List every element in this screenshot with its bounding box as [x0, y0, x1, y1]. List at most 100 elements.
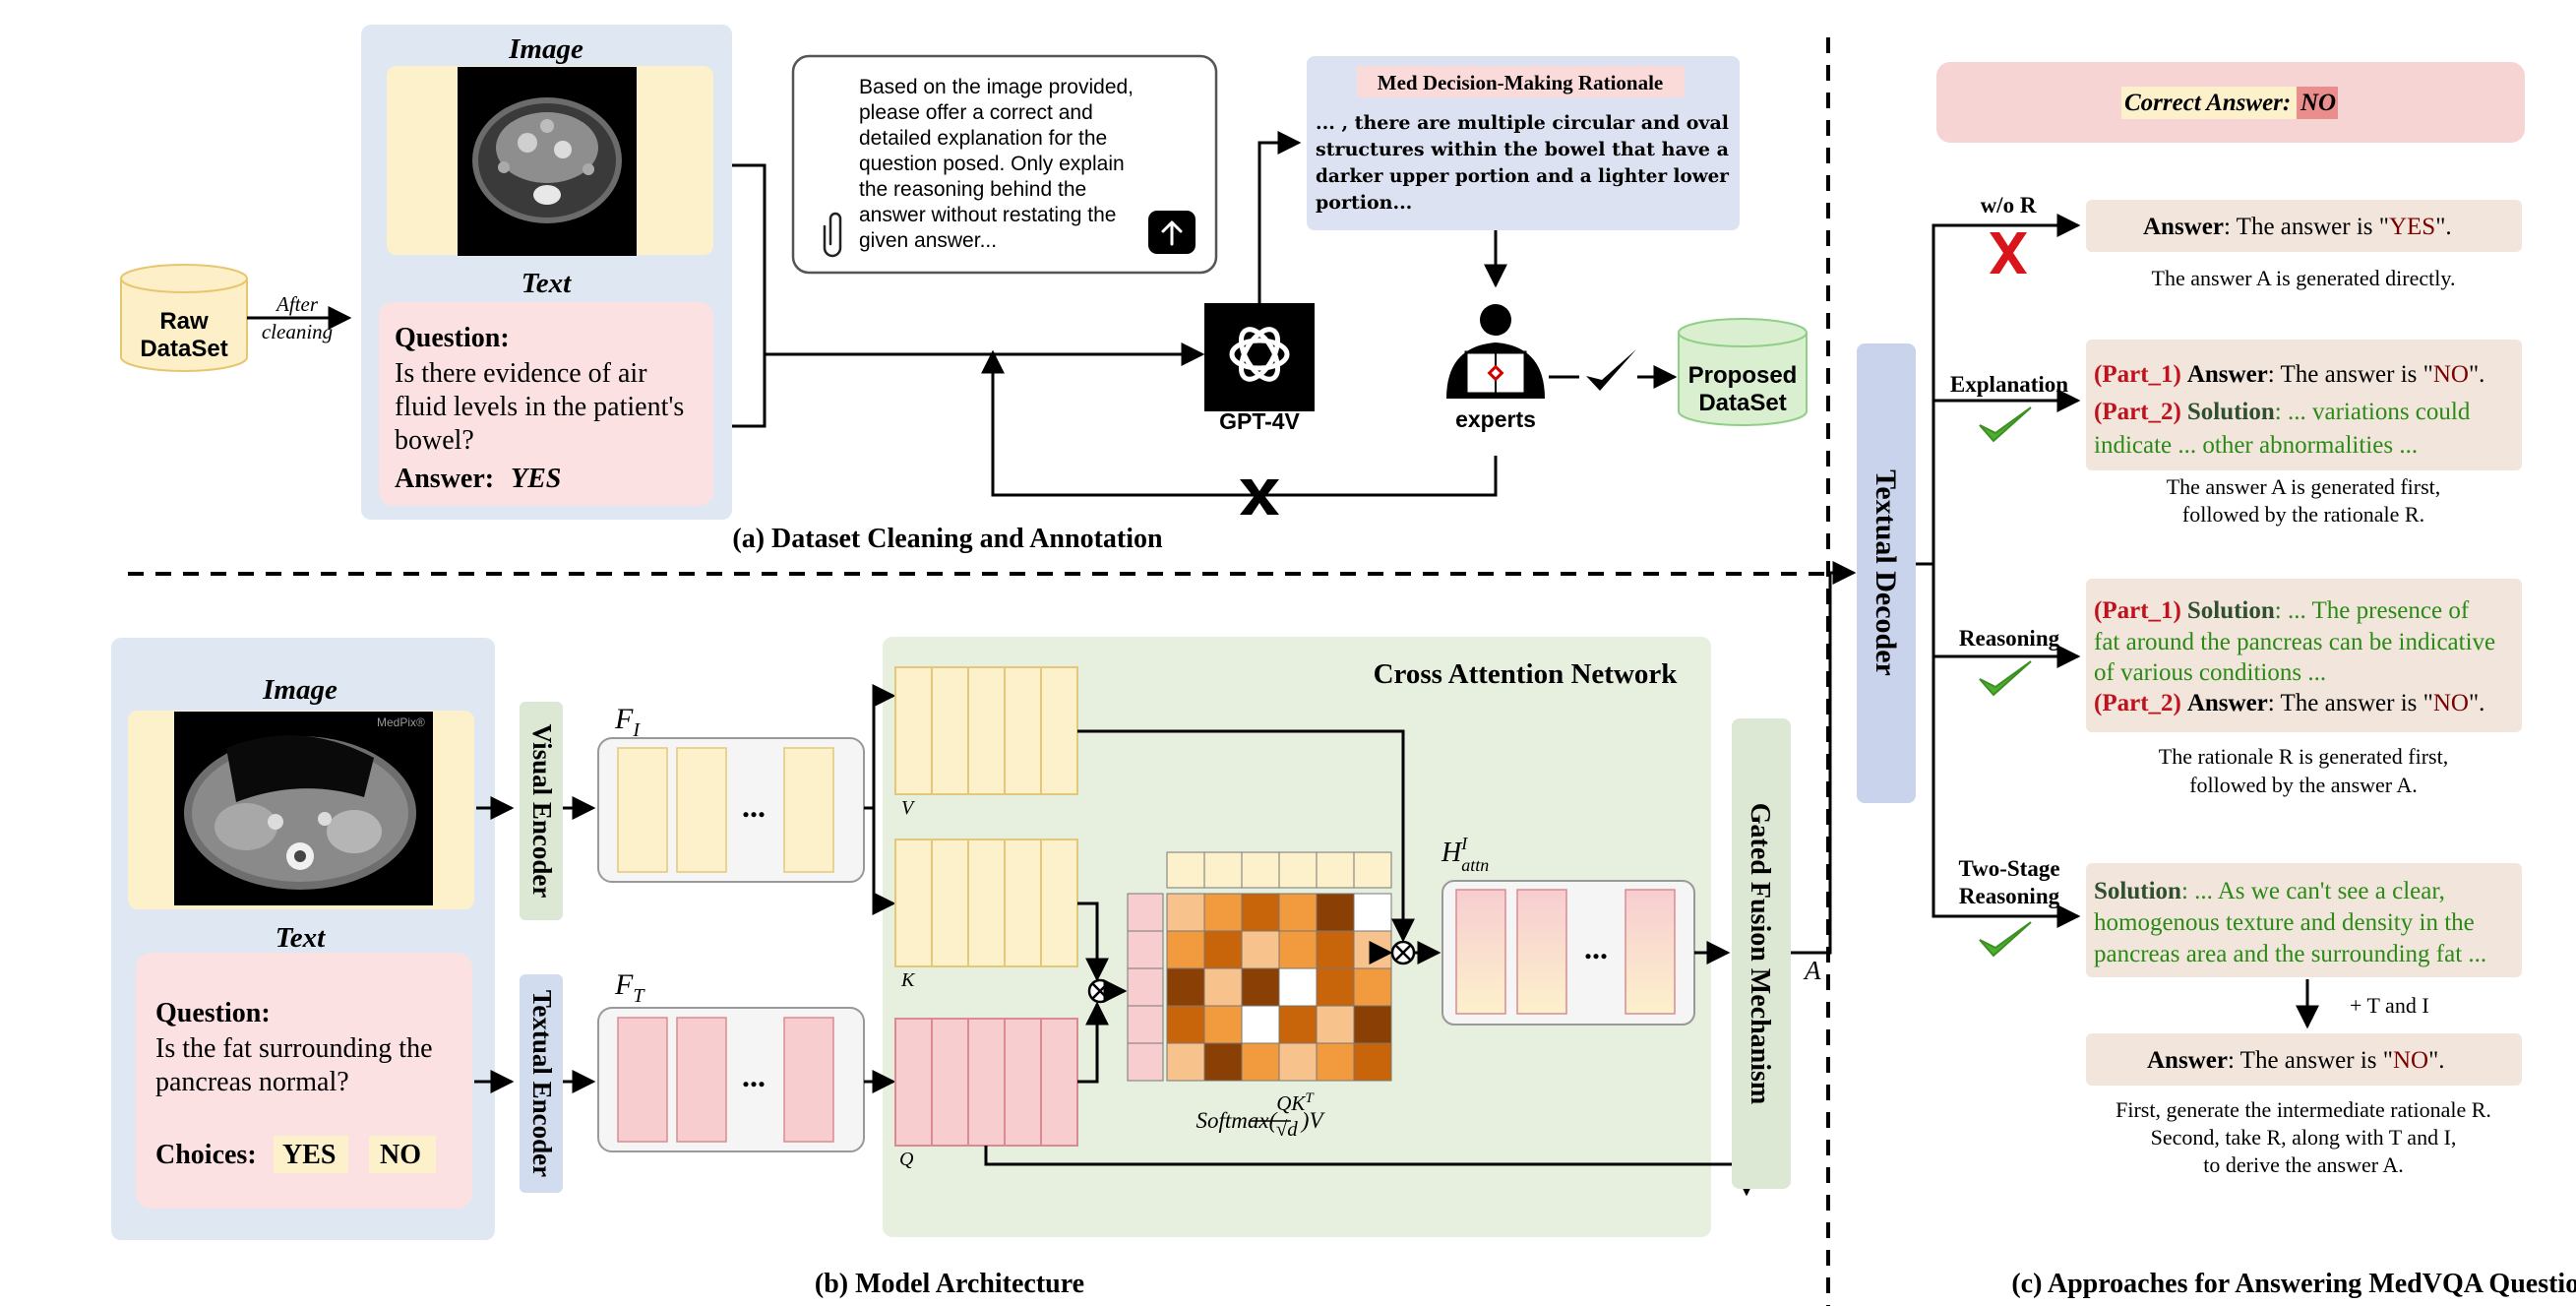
branch-wor: [1916, 214, 2081, 566]
answer-label-a: Answer:: [395, 464, 494, 494]
two-stage-solution-kw: Solution: [2094, 878, 2181, 904]
textual-encoder-label: Textual Encoder: [527, 990, 557, 1177]
reasoning-sol3: of various conditions ...: [2094, 659, 2326, 686]
explanation-desc1: The answer A is generated first,: [2167, 474, 2441, 499]
reasoning-answer-kw: Answer: [2187, 690, 2268, 716]
wor-answer-line: Answer: The answer is "YES".: [2143, 214, 2452, 240]
hattn-letter: H: [1441, 838, 1463, 868]
reasoning-sol2: fat around the pancreas can be indicativ…: [2094, 629, 2495, 655]
textual-encoder-box: [520, 974, 563, 1193]
ft-feature-bar: [783, 1017, 834, 1143]
raw-dataset-cylinder: Raw DataSet: [120, 264, 248, 372]
text-box-a: [379, 302, 713, 506]
attention-cell: [1278, 1042, 1318, 1082]
query-token-cell: [1127, 1042, 1164, 1082]
v-multiplier: )V: [1300, 1108, 1326, 1133]
attention-cell: [1166, 930, 1205, 969]
ft-ellipsis: ...: [742, 1058, 766, 1093]
reasoning-part2: (Part_2): [2094, 690, 2181, 716]
check-reasoning-icon: [1979, 660, 2032, 697]
reasoning-desc2: followed by the answer A.: [2189, 773, 2418, 797]
key-token-cell: [1203, 851, 1243, 889]
branch-two-stage: [1932, 564, 2081, 928]
visual-encoder-label: Visual Encoder: [527, 724, 557, 899]
prompt-line: answer without restating the: [859, 204, 1116, 226]
attention-cell: [1353, 930, 1392, 969]
gpt-label: GPT-4V: [1219, 408, 1300, 434]
rationale-title: Med Decision-Making Rationale: [1378, 71, 1663, 94]
reasoning-answer-end: ".: [2469, 690, 2484, 716]
attention-cell: [1241, 1005, 1280, 1044]
two-stage-answer-text: : The answer is ": [2228, 1047, 2393, 1074]
attention-cell: [1241, 1042, 1280, 1082]
two-stage-desc2: Second, take R, along with T and I,: [2151, 1125, 2457, 1150]
prompt-box: [791, 54, 1218, 275]
attention-cell: [1278, 930, 1318, 969]
attention-left-col: [1127, 893, 1164, 1082]
arrow-k-to-mult: [1077, 902, 1109, 982]
gated-fusion-box: [1732, 718, 1791, 1189]
query-token-cell: [1127, 1005, 1164, 1044]
attention-cell: [1166, 893, 1205, 932]
image-title-a: Image: [508, 33, 583, 65]
fi-label: FI: [614, 703, 641, 741]
prompt-line: detailed explanation for the: [859, 127, 1107, 150]
wor-answer-text: : The answer is ": [2224, 214, 2389, 240]
two-stage-sol3: pancreas area and the surrounding fat ..…: [2094, 941, 2486, 967]
wor-desc: The answer A is generated directly.: [2152, 266, 2456, 290]
choice-yes: YES: [282, 1140, 336, 1170]
arrow-gated-to-decoder: [1791, 571, 1848, 955]
hattn-bar: [1516, 889, 1567, 1015]
proposed-line1: Proposed: [1688, 362, 1798, 389]
correct-answer-label: Correct Answer:: [2124, 90, 2291, 116]
ft-feature-bar: [676, 1017, 727, 1143]
check-two-stage-icon: [1979, 921, 2032, 958]
section-b: Image MedPix® Text Question: Is the fat …: [111, 571, 1848, 1299]
prompt-line: given answer...: [859, 229, 997, 252]
question-line1-b: Is the fat surrounding the: [155, 1033, 433, 1064]
branch-label-two-stage-1: Two-Stage: [1958, 856, 2059, 881]
explanation-line2: (Part_2)Solution: ... variations could: [2094, 399, 2471, 425]
attention-cell: [1353, 1042, 1392, 1082]
ft-feature-bar: [617, 1017, 668, 1143]
attention-cell: [1278, 1005, 1318, 1044]
branch-label-explanation: Explanation: [1950, 372, 2068, 397]
connector-image: [732, 163, 767, 354]
arrow-gpt-to-rationale: [1257, 131, 1302, 303]
attention-cell: [1241, 967, 1280, 1007]
hattn-subscript: attn: [1461, 855, 1489, 875]
two-stage-line1: Solution: ... As we can't see a clear,: [2094, 878, 2445, 904]
caption-a: (a) Dataset Cleaning and Annotation: [732, 524, 1163, 554]
cleaning-label: cleaning: [262, 320, 333, 343]
branch-label-two-stage-2: Reasoning: [1959, 884, 2060, 908]
arrow-fi-to-v: [864, 684, 896, 810]
explanation-box: [2086, 340, 2522, 470]
question-label-b: Question:: [155, 998, 271, 1028]
checkmark-approve-icon: [1586, 349, 1636, 391]
expert-icon: [1446, 304, 1545, 399]
question-label-a: Question:: [395, 323, 510, 353]
attention-cell: [1241, 893, 1280, 932]
reject-loop-arrow: [981, 349, 1498, 497]
choice-no: NO: [380, 1140, 421, 1170]
attention-cell: [1203, 1005, 1243, 1044]
text-title-b: Text: [276, 922, 326, 954]
choice-yes-bg: [274, 1136, 348, 1173]
two-stage-desc3: to derive the answer A.: [2203, 1152, 2403, 1177]
ft-subscript: T: [633, 985, 645, 1007]
correct-answer-value: NO: [2300, 90, 2336, 116]
a-output-label: A: [1803, 956, 1821, 985]
ct-scan-image-b: MedPix®: [174, 712, 433, 905]
attention-cell: [1316, 893, 1355, 932]
visual-encoder-box: [520, 702, 563, 920]
qkt-numerator: QK: [1276, 1091, 1306, 1115]
proposed-line2: DataSet: [1698, 390, 1786, 416]
question-line3-a: bowel?: [395, 425, 474, 456]
attention-cell: [1316, 1042, 1355, 1082]
correct-answer-value-bg: [2297, 87, 2338, 119]
attention-heatmap: [1166, 893, 1392, 1082]
attention-cell: [1166, 967, 1205, 1007]
q-matrix: [894, 1018, 1078, 1147]
explanation-answer-val: NO: [2433, 361, 2469, 388]
